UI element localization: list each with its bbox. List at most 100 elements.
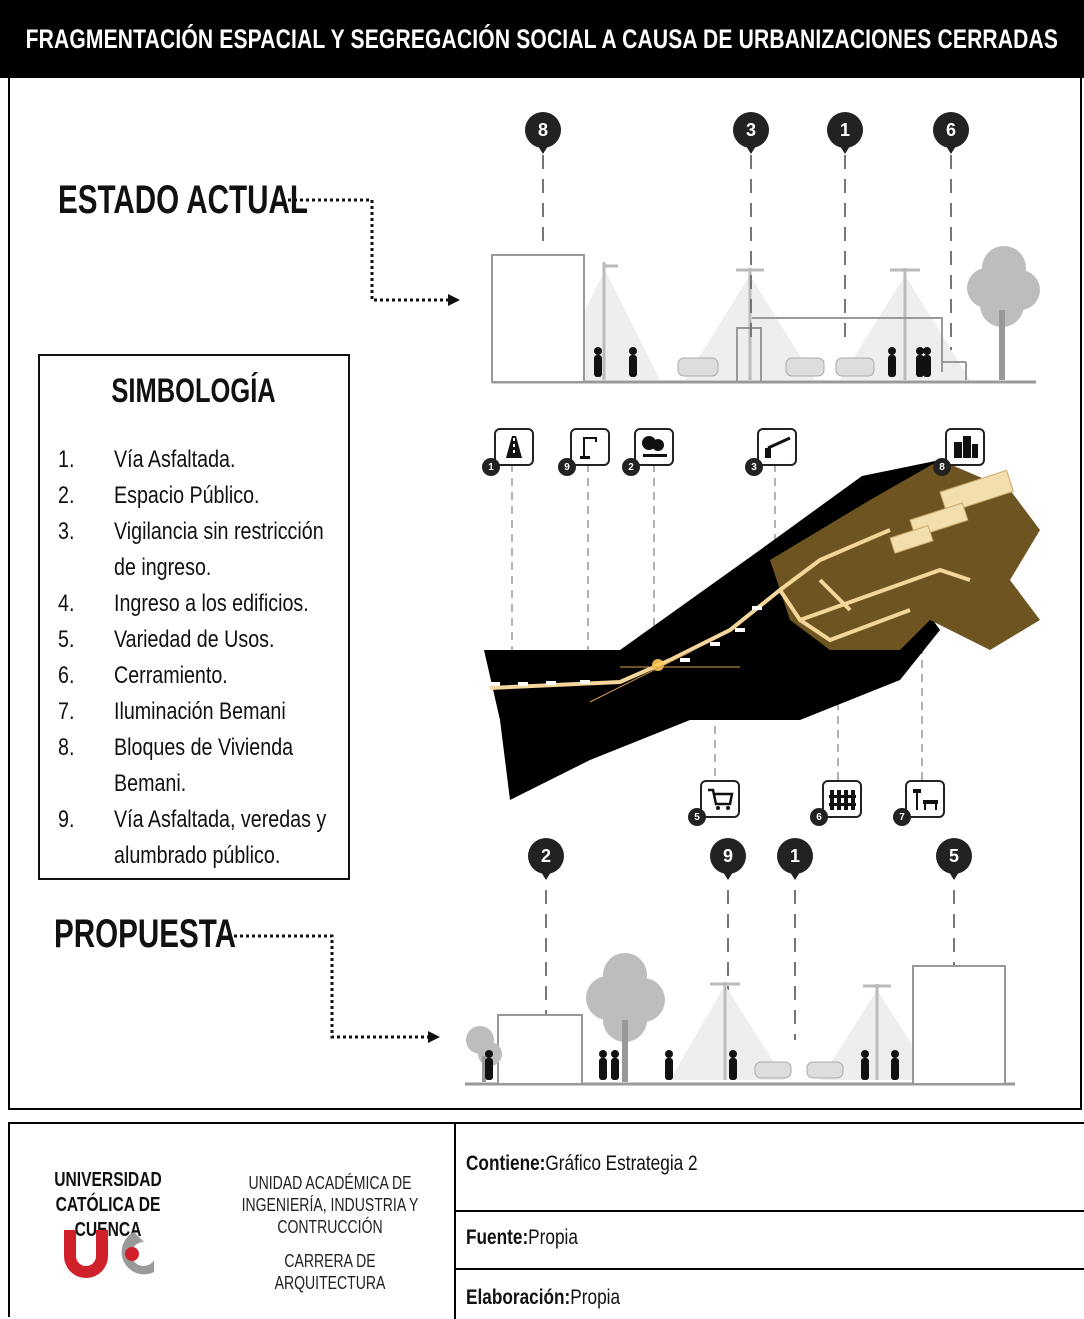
map-icon-number: 8 <box>933 458 951 476</box>
park-icon <box>634 428 674 466</box>
legend-list: 1. Vía Asfaltada. 2. Espacio Público. 3. Vigi… <box>58 442 350 874</box>
road-icon <box>494 428 534 466</box>
arrow-current <box>282 198 448 302</box>
marker-badge: 3 <box>733 112 769 154</box>
car <box>677 357 719 377</box>
legend-box: SIMBOLOGÍA 1. Vía Asfaltada. 2. Espacio Púb… <box>38 354 350 880</box>
pedestrians <box>485 1050 899 1080</box>
marker-lines <box>545 890 955 1040</box>
contiene-value: Gráfico Estrategia 2 <box>545 1152 698 1175</box>
legend-title: SIMBOLOGÍA <box>111 372 277 410</box>
career-name: CARRERA DE ARQUITECTURA <box>274 1251 386 1293</box>
legend-item: 4. Ingreso a los edificios. <box>58 586 350 622</box>
section-elevation-current <box>491 155 1040 384</box>
footer-row-divider <box>456 1210 1084 1212</box>
housing-blocks <box>889 469 1015 554</box>
contiene-label: Contiene: <box>466 1152 546 1175</box>
map-highlight <box>652 659 664 671</box>
map-icon-number: 9 <box>558 458 576 476</box>
legend-item: 6. Cerramiento. <box>58 658 350 694</box>
tree <box>586 953 665 1082</box>
car <box>754 1061 792 1079</box>
legend-item-text: Espacio Público. <box>114 482 260 509</box>
legend-item-text: Cerramiento. <box>114 662 228 689</box>
section-label-current: ESTADO ACTUAL <box>58 178 308 222</box>
building-outline <box>491 254 585 383</box>
marker-badge: 9 <box>710 838 746 880</box>
title-bar: FRAGMENTACIÓN ESPACIAL Y SEGREGACIÓN SOC… <box>0 0 1084 78</box>
tree <box>967 246 1040 380</box>
legend-item-number: 9. <box>58 806 75 833</box>
university-logo: UC <box>60 1226 154 1278</box>
section-label-proposal: PROPUESTA <box>54 912 237 956</box>
marker-badge: 2 <box>528 838 564 880</box>
road-vehicles <box>490 606 762 686</box>
street-lamp-icon <box>570 428 610 466</box>
enclosure-wall <box>752 317 943 372</box>
car <box>806 1061 844 1079</box>
legend-item-number: 3. <box>58 518 75 545</box>
fuente-row: Fuente: Propia <box>466 1226 603 1250</box>
arrow-head-proposal <box>428 1031 440 1043</box>
marker-badge: 1 <box>777 838 813 880</box>
marker-lines <box>542 155 952 350</box>
building-outline <box>912 965 1006 1085</box>
lighting-bench-icon <box>905 780 945 818</box>
contiene-row: Contiene: Gráfico Estrategia 2 <box>466 1152 748 1176</box>
map-paths <box>489 528 971 690</box>
svg-text:UC: UC <box>60 1226 62 1227</box>
building-icon <box>945 428 985 466</box>
legend-item: 7. Iluminación Bemani <box>58 694 350 730</box>
legend-item-number: 1. <box>58 446 75 473</box>
legend-item-number: 4. <box>58 590 75 617</box>
legend-item: 9. Vía Asfaltada, veredas y alumbrado púb… <box>58 802 350 874</box>
marker-badge: 1 <box>827 112 863 154</box>
arrow-head-current <box>448 294 460 306</box>
legend-item-text: Vía Asfaltada. <box>114 446 236 473</box>
legend-item-number: 6. <box>58 662 75 689</box>
legend-item: 8. Bloques de Vivienda Bemani. <box>58 730 350 802</box>
fence-icon <box>822 780 862 818</box>
legend-item-text: Iluminación Bemani <box>114 698 286 725</box>
car <box>835 357 875 377</box>
university-name: UNIVERSIDAD CATÓLICA DE CUENCA <box>54 1169 162 1241</box>
building-outline <box>497 1014 583 1085</box>
marker-badge: 6 <box>933 112 969 154</box>
guard-booth <box>736 327 762 383</box>
arrow-proposal <box>228 934 428 1039</box>
legend-item-text: Ingreso a los edificios. <box>114 590 309 617</box>
tree <box>466 1026 502 1082</box>
legend-item: 5.Variedad de Usos. <box>58 622 350 658</box>
marker-badge: 5 <box>936 838 972 880</box>
map-icon-number: 6 <box>810 808 828 826</box>
cart-icon <box>700 780 740 818</box>
legend-item: 1. Vía Asfaltada. <box>58 442 350 478</box>
elaboracion-label: Elaboración: <box>466 1286 571 1309</box>
fuente-value: Propia <box>528 1226 578 1249</box>
legend-item-text: Bloques de Vivienda Bemani. <box>114 734 294 797</box>
barrier-gate-icon <box>757 428 797 466</box>
academic-unit: UNIDAD ACADÉMICA DE INGENIERÍA, INDUSTRI… <box>241 1173 419 1237</box>
light-cone <box>670 985 785 1080</box>
legend-item-number: 7. <box>58 698 75 725</box>
legend-item-number: 8. <box>58 734 75 761</box>
legend-item-number: 5. <box>58 626 75 653</box>
marker-badge: 8 <box>525 112 561 154</box>
legend-item: 2. Espacio Público. <box>58 478 350 514</box>
legend-item-text: Vía Asfaltada, veredas y alumbrado públi… <box>114 806 327 869</box>
elaboracion-row: Elaboración: Propia <box>466 1286 654 1310</box>
site-map <box>484 460 1040 800</box>
map-icon-number: 2 <box>622 458 640 476</box>
footer <box>8 1122 1084 1319</box>
legend-item: 3. Vigilancia sin restricción de ingreso. <box>58 514 350 586</box>
fuente-label: Fuente: <box>466 1226 529 1249</box>
footer-row-divider <box>456 1268 1084 1270</box>
legend-item-number: 2. <box>58 482 75 509</box>
legend-item-text: Vigilancia sin restricción de ingreso. <box>114 518 324 581</box>
main-frame <box>8 78 1082 1110</box>
car <box>785 357 825 377</box>
map-icon-number: 7 <box>893 808 911 826</box>
footer-divider <box>454 1124 456 1319</box>
elaboracion-value: Propia <box>570 1286 621 1309</box>
